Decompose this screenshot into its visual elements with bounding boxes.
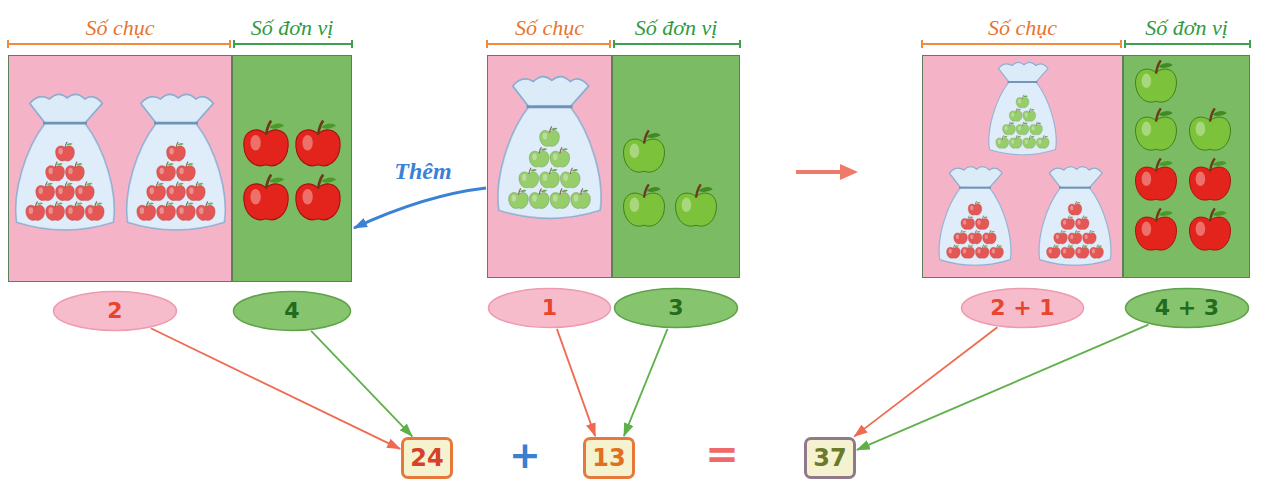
column-heading: Số đơn vị <box>613 15 739 41</box>
tens-oval: 2 <box>52 290 178 332</box>
tens-panel: Số chục <box>487 55 612 278</box>
digit-text: 3 <box>668 295 683 321</box>
number-box: 24 <box>401 437 453 479</box>
connector-arrow <box>151 328 400 449</box>
edge-label: Thêm <box>378 157 468 185</box>
column-heading: Số chục <box>488 15 611 41</box>
digit-text: 1 <box>542 295 557 321</box>
units-panel: Số đơn vị <box>612 55 740 278</box>
number-box: 37 <box>804 437 856 479</box>
column-heading: Số chục <box>923 15 1122 41</box>
equals-sign: = <box>700 430 744 478</box>
units-panel: Số đơn vị <box>1123 55 1250 278</box>
oval-shape <box>234 292 351 331</box>
tens-panel: Số chục <box>8 55 232 282</box>
oval-shape <box>489 289 611 328</box>
oval-shape <box>1126 289 1249 328</box>
units-oval: 3 <box>613 287 739 329</box>
number-text: 13 <box>592 444 625 472</box>
connector-arrow <box>311 331 412 436</box>
number-box: 13 <box>583 437 635 479</box>
oval-shape <box>615 289 738 328</box>
sum-text: 2 + 1 <box>990 295 1054 321</box>
number-text: 37 <box>813 444 846 472</box>
column-heading: Số chục <box>9 15 231 41</box>
units-oval: 4 + 3 <box>1124 287 1250 329</box>
tens-oval: 2 + 1 <box>960 287 1085 329</box>
number-text: 24 <box>410 444 443 472</box>
oval-shape <box>962 289 1084 328</box>
connector-arrow <box>624 329 668 436</box>
column-heading: Số đơn vị <box>233 15 351 41</box>
sum-text: 4 + 3 <box>1155 295 1219 321</box>
units-oval: 4 <box>232 290 352 332</box>
tens-panel: Số chục <box>922 55 1123 278</box>
digit-text: 4 <box>284 298 299 324</box>
connector-arrow <box>857 325 1149 450</box>
column-heading: Số đơn vị <box>1124 15 1249 41</box>
plus-sign: + <box>505 432 545 478</box>
connector-arrow <box>354 188 486 228</box>
connector-arrow <box>557 329 595 436</box>
tens-oval: 1 <box>487 287 612 329</box>
units-panel: Số đơn vị <box>232 55 352 282</box>
oval-shape <box>54 292 177 331</box>
digit-text: 2 <box>107 298 122 324</box>
